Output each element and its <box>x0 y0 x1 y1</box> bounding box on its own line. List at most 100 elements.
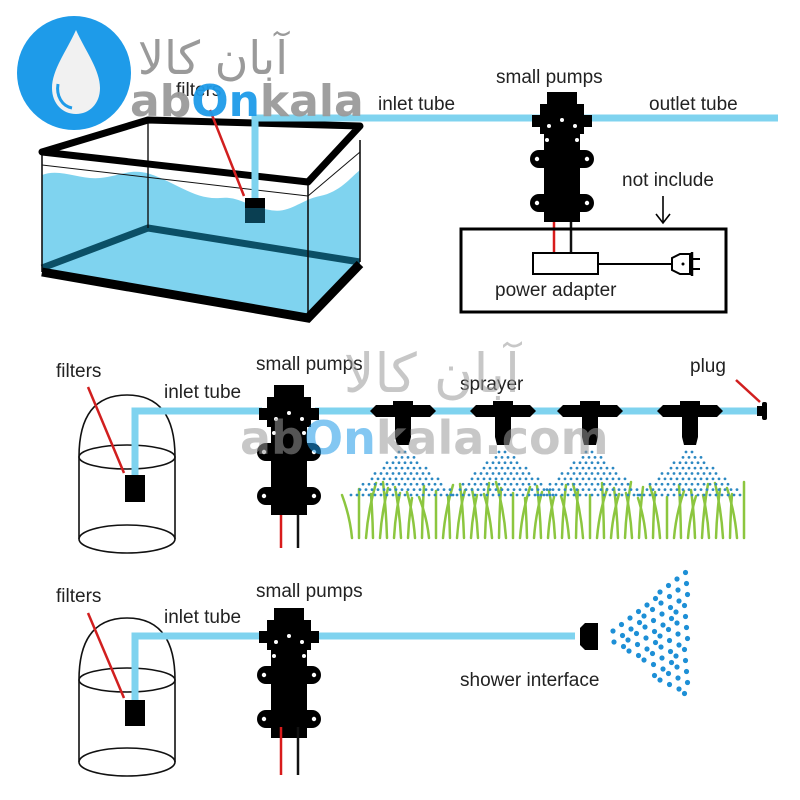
spray-dot <box>424 488 428 492</box>
shower-droplet <box>684 591 691 598</box>
spray-dot <box>560 482 564 486</box>
plug-icon <box>671 252 700 276</box>
spray-dot <box>693 466 697 470</box>
shower-droplet <box>673 609 679 615</box>
inlet-tube <box>131 407 262 475</box>
spray-dot <box>473 482 477 486</box>
spray-dot <box>611 488 615 492</box>
spray-dot <box>367 493 371 497</box>
spray-dot <box>503 450 507 454</box>
spray-dot <box>497 450 501 454</box>
spray-dot <box>385 461 389 465</box>
svg-text:آبان کالا: آبان کالا <box>344 341 522 405</box>
spray-dot <box>433 482 437 486</box>
grass-blade <box>420 484 426 540</box>
spray-dot <box>596 482 600 486</box>
spray-dot <box>663 488 667 492</box>
spray-dot <box>409 461 413 465</box>
spray-dot <box>696 461 700 465</box>
shower-droplet <box>618 621 625 628</box>
spray-dot <box>690 450 694 454</box>
panel-sprayer: filters inlet tube small pumps sprayer p… <box>56 354 767 554</box>
spray-dot <box>557 488 561 492</box>
spray-dot <box>732 493 736 497</box>
grass-blade <box>494 480 508 540</box>
spray-dot <box>708 482 712 486</box>
spray-dot <box>512 466 516 470</box>
grass-blade <box>725 486 739 540</box>
spray-dot <box>632 493 636 497</box>
shower-droplet <box>682 613 689 620</box>
spray-dot <box>608 493 612 497</box>
spray-dot <box>503 472 507 475</box>
spray-dot <box>569 477 573 481</box>
spray-dot <box>690 461 694 465</box>
spray-dot <box>418 477 422 481</box>
spray-dot <box>427 472 431 475</box>
spray-dot <box>388 466 392 470</box>
shower-droplet <box>652 639 659 646</box>
shower-droplet <box>641 657 647 663</box>
shower-droplet <box>649 606 656 613</box>
spray-dot <box>482 477 486 481</box>
spray-dot <box>503 482 507 486</box>
shower-droplet <box>676 598 682 604</box>
spray-dot <box>548 488 552 492</box>
label-filters: filters <box>56 586 101 607</box>
shower-droplet <box>667 604 674 611</box>
spray-dot <box>699 488 703 492</box>
shower-droplet <box>657 677 663 683</box>
spray-dot <box>681 488 685 492</box>
spray-dot <box>391 493 395 497</box>
shower-droplet <box>634 641 641 648</box>
spray-dot <box>714 472 718 475</box>
spray-dot <box>530 477 534 481</box>
spray-dot <box>584 493 588 497</box>
spray-dot <box>720 482 724 486</box>
grass-blade <box>381 480 389 540</box>
shower-droplet <box>673 653 679 659</box>
shower-droplet <box>659 611 665 617</box>
spray-dot <box>509 461 513 465</box>
spray-dot <box>442 488 446 492</box>
spray-dot <box>551 493 555 497</box>
spray-dot <box>596 493 600 497</box>
grass-blade <box>713 481 725 540</box>
spray-dot <box>388 488 392 492</box>
svg-text:abOnkala: abOnkala <box>130 76 364 127</box>
spray-dot <box>430 488 434 492</box>
spray-dot <box>687 455 691 459</box>
shower-droplet <box>675 631 681 637</box>
spray-dot <box>587 488 591 492</box>
spray-dot <box>527 493 531 497</box>
spray-dot <box>403 450 407 454</box>
spray-dot <box>602 472 606 475</box>
spray-dot <box>687 477 691 481</box>
spray-dot <box>400 455 404 459</box>
spray-dot <box>370 477 374 481</box>
spray-dot <box>681 466 685 470</box>
shower-droplet <box>666 681 673 688</box>
shower-droplet <box>650 661 657 668</box>
spray-dot <box>458 488 462 492</box>
grass-blade <box>559 494 571 540</box>
label-filters: filters <box>56 361 101 382</box>
shower-droplet <box>651 628 658 635</box>
spray-dot <box>587 455 591 459</box>
spray-dot <box>569 466 573 470</box>
spray-dot <box>421 472 425 475</box>
shower-droplet <box>628 626 634 632</box>
spray-dot <box>693 477 697 481</box>
spray-dot <box>554 482 558 486</box>
shower-droplet <box>649 650 656 657</box>
spray-dot <box>518 466 522 470</box>
spray-dot <box>385 472 389 475</box>
shower-droplet <box>665 626 672 633</box>
grass-blade <box>612 486 620 540</box>
spray-dot <box>596 472 600 475</box>
spray-dot <box>660 472 664 475</box>
spray-dot <box>575 477 579 481</box>
spray-dot <box>418 466 422 470</box>
spray-dot <box>542 493 546 497</box>
shower-droplet <box>668 615 675 622</box>
